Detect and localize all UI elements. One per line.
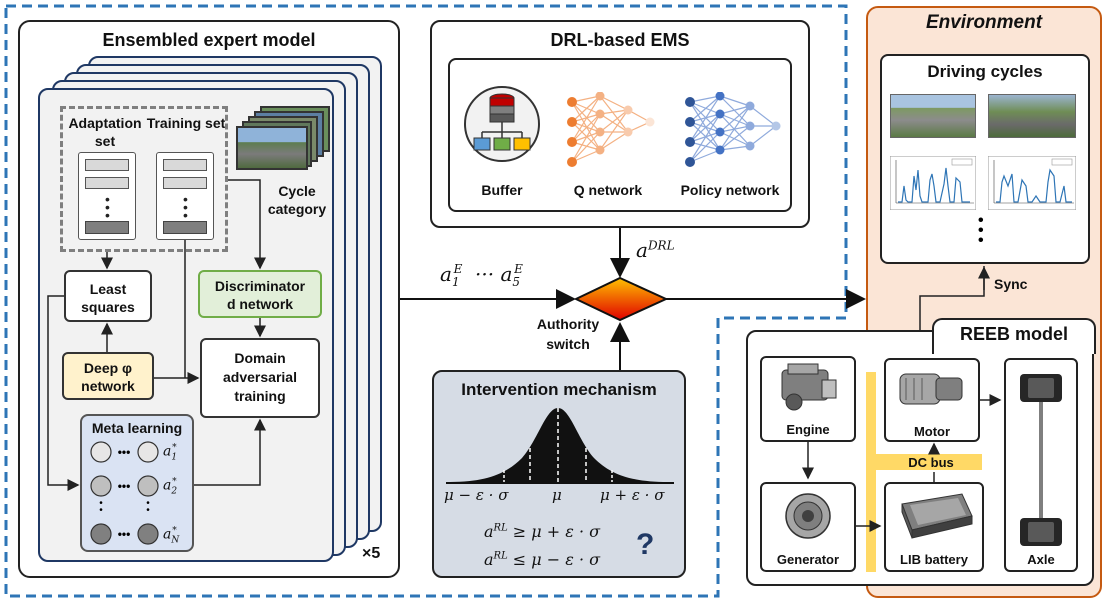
svg-text:•: •: [99, 498, 103, 509]
buffer-icon: [464, 86, 540, 162]
domain-adversarial-label-3: training: [234, 388, 286, 404]
axle-label: Axle: [1027, 552, 1055, 567]
adaptation-set-stack: •••: [78, 152, 136, 240]
dc-bus-vertical: [866, 372, 876, 572]
sets-group: [60, 106, 228, 252]
engine-label: Engine: [786, 422, 830, 437]
svg-text:•: •: [146, 498, 150, 509]
environment-title: Environment: [925, 12, 1043, 33]
cycle-image-stack: [236, 106, 332, 170]
deep-phi-box: [62, 352, 154, 400]
label-mu-plus: μ + ε · σ: [600, 486, 665, 504]
driving-scene-2: [988, 94, 1076, 138]
discriminator-label-1: Discriminator: [214, 278, 306, 294]
multiplier-label: ×5: [362, 545, 381, 562]
driving-cycles-title: Driving cycles: [927, 62, 1043, 81]
dc-bus-label: DC bus: [908, 455, 954, 470]
generator-label: Generator: [776, 552, 840, 567]
adaptation-set-label: Adaptation set: [68, 115, 142, 149]
drl-title: DRL-based EMS: [550, 30, 690, 50]
meta-label-a2: a2*: [163, 477, 178, 497]
dc-bus-horizontal: [866, 454, 982, 470]
motor-label: Motor: [913, 424, 951, 439]
intervention-panel: [432, 370, 686, 578]
drl-action-label: aDRL: [636, 238, 675, 262]
engine-icon: [781, 363, 837, 411]
meta-label-aN: aN*: [163, 526, 180, 546]
svg-text:•••: •••: [118, 527, 131, 541]
training-set-label: Training set: [146, 115, 226, 131]
least-squares-label: Least squares: [81, 281, 135, 315]
discriminator-label-2: d network: [226, 296, 294, 312]
reeb-title: REEB model: [959, 324, 1069, 344]
meta-learning-title: Meta learning: [91, 420, 183, 436]
policy-network-icon: [685, 92, 781, 167]
axle-icon: [1020, 374, 1062, 546]
condition-2: aRL ≤ μ − ε · σ: [484, 550, 601, 569]
training-set-stack: •••: [156, 152, 214, 240]
intervention-title: Intervention mechanism: [461, 380, 657, 399]
domain-adversarial-box: [200, 338, 320, 418]
deep-phi-label-1: Deep φ: [83, 360, 133, 376]
deep-phi-label-2: network: [81, 378, 135, 394]
battery-icon: [901, 493, 973, 539]
authority-switch-label-1: Authority: [536, 316, 600, 332]
ensemble-title: Ensembled expert model: [102, 30, 316, 50]
discriminator-box: [198, 270, 322, 318]
speed-profile-1: [890, 156, 976, 210]
speed-profile-2: [988, 156, 1076, 210]
expert-actions-label: a1E ··· a5E: [440, 262, 523, 289]
label-mu: μ: [552, 486, 562, 504]
cycle-category-label: Cycle category: [267, 183, 327, 217]
question-mark: ?: [636, 528, 655, 561]
buffer-label: Buffer: [481, 182, 523, 198]
svg-text:•: •: [99, 505, 103, 516]
sync-label: Sync: [994, 276, 1028, 292]
domain-adversarial-label-1: Domain: [234, 350, 286, 366]
least-squares-box: [64, 270, 152, 322]
svg-text:•••: •••: [118, 479, 131, 493]
q-network-label: Q network: [573, 182, 643, 198]
q-network-icon: [567, 92, 655, 167]
motor-icon: [899, 373, 963, 405]
svg-text:•••: •••: [118, 445, 131, 459]
more-cycles-dots: •••: [978, 212, 984, 249]
meta-label-a1: a1*: [163, 443, 178, 463]
authority-switch-diamond: [573, 276, 669, 322]
domain-adversarial-label-2: adversarial: [223, 369, 297, 385]
battery-label: LIB battery: [900, 552, 968, 567]
label-mu-minus: μ − ε · σ: [444, 486, 509, 504]
generator-icon: [785, 493, 831, 539]
gaussian-curve: [446, 408, 674, 484]
reeb-title-tab: [932, 318, 1096, 354]
policy-network-label: Policy network: [680, 182, 780, 198]
meta-learning-nodes: ••• ••• • • • • •••: [90, 441, 159, 545]
condition-1: aRL ≥ μ + ε · σ: [484, 522, 601, 541]
driving-scene-1: [890, 94, 976, 138]
authority-switch-label-2: switch: [546, 336, 590, 352]
svg-text:•: •: [146, 505, 150, 516]
